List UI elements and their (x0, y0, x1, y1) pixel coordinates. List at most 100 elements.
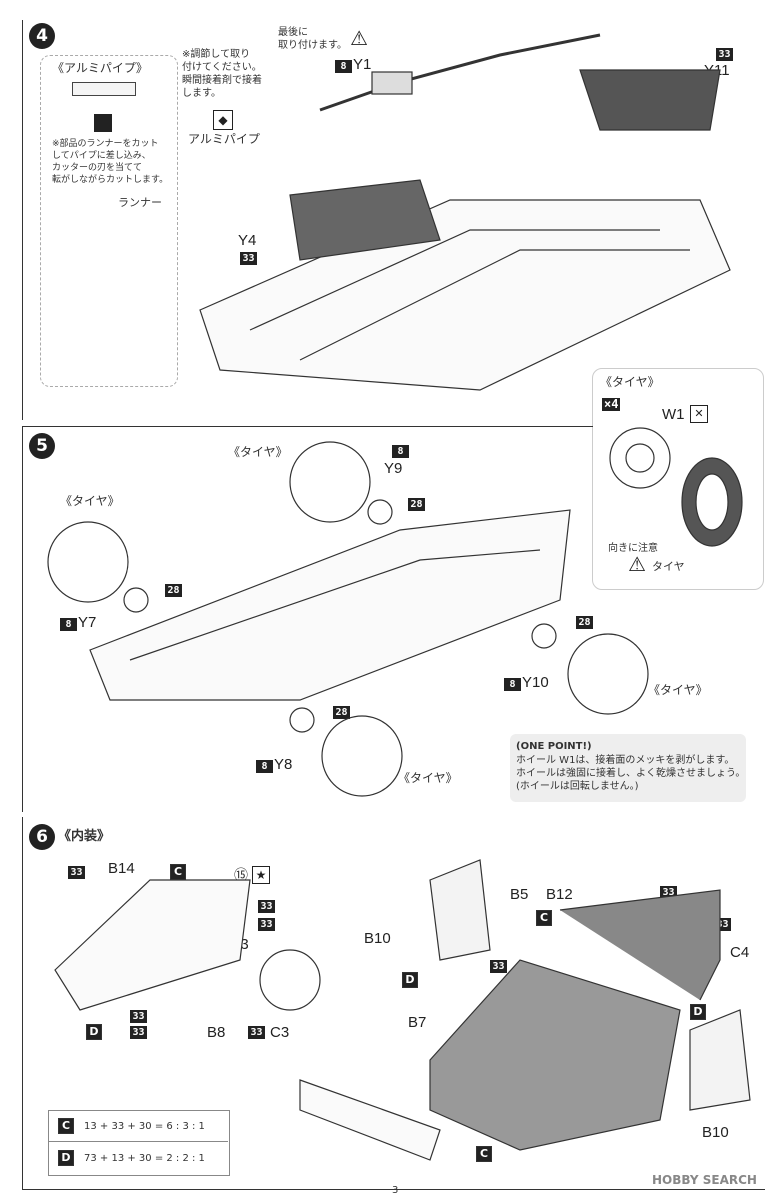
seat-right (689, 1009, 751, 1111)
aluminium-section-title: 《アルミパイプ》 (52, 61, 148, 75)
front-bumper (299, 1079, 441, 1161)
step4-frame (22, 20, 765, 420)
y9-badge: 8 (392, 445, 409, 458)
one-point-text: ホイール W1は、接着面のメッキを剥がします。 ホイールは強固に接着し、よく乾燥… (516, 755, 746, 792)
y4-part (289, 179, 441, 261)
arrow-icon: ◆ (213, 110, 233, 130)
warning-icon: ⚠ (350, 26, 368, 50)
hub-y7 (123, 587, 149, 613)
runner-label: ランナー (118, 196, 162, 209)
alu-pipe-label: アルミパイプ (188, 132, 260, 146)
direction-note: 向きに注意 (608, 543, 658, 554)
hub-y10 (531, 623, 557, 649)
mix-row-divider (48, 1141, 228, 1142)
y10-badge28: 28 (576, 616, 593, 629)
chassis-step4 (199, 199, 731, 391)
cutter-icon (94, 114, 112, 132)
one-point-title: (ONE POINT!) (516, 741, 592, 752)
b10-label-bottom: B10 (702, 1124, 729, 1141)
last-note: 最後に 取り付けます。 (278, 27, 347, 51)
tire-label-left: 《タイヤ》 (60, 494, 120, 508)
step5-frame (22, 426, 593, 812)
chassis-step5 (89, 509, 571, 701)
step5-number: 5 (29, 433, 55, 459)
watermark: HOBBY SEARCH (652, 1173, 757, 1187)
tire-top (289, 441, 371, 523)
y8-badge28: 28 (333, 706, 350, 719)
aluminium-pipe-box (40, 55, 178, 387)
y1-badge: 8 (335, 60, 352, 73)
y8-label: Y8 (274, 756, 293, 773)
d-box-1: D (86, 1024, 102, 1040)
tire-left (47, 521, 129, 603)
hub-y9 (367, 499, 393, 525)
hub-y8 (289, 707, 315, 733)
c3-badge33: 33 (248, 1026, 265, 1039)
wheel-w1 (609, 427, 671, 489)
b10-label-top: B10 (364, 930, 391, 947)
tire-box-title: 《タイヤ》 (600, 375, 660, 389)
page-number: 3 (392, 1185, 399, 1196)
c-box-4: C (476, 1146, 492, 1162)
c4-label: C4 (730, 944, 750, 961)
no-paint-icon: ✕ (690, 405, 708, 423)
y4-badge: 33 (240, 252, 257, 265)
cut-note: ※部品のランナーをカット してパイプに差し込み、 カッターの刃を当てて 転がしな… (52, 139, 169, 185)
y9-badge28: 28 (408, 498, 425, 511)
muffler-y1 (371, 71, 413, 95)
b12-label: B12 (546, 886, 573, 903)
dashboard (54, 879, 251, 1011)
adjust-note: ※調節して取り 付けてください。 瞬間接着剤で接着 します。 (182, 49, 262, 99)
mix-c-box: C (58, 1118, 74, 1134)
w1-label: W1 (662, 406, 685, 423)
floor-tub (429, 959, 681, 1151)
b8-badge33: 33 (130, 1010, 147, 1023)
b14-badge33: 33 (68, 866, 85, 879)
y10-label: Y10 (522, 674, 549, 691)
mix-c-formula: 13 + 33 + 30 = 6 : 3 : 1 (84, 1121, 205, 1132)
y1-label: Y1 (353, 56, 372, 73)
y10-badge: 8 (504, 678, 521, 691)
y8-badge: 8 (256, 760, 273, 773)
b14-badge33-3: 33 (258, 918, 275, 931)
y7-badge: 8 (60, 618, 77, 631)
b5-label: B5 (510, 886, 529, 903)
rear-panel-c4 (559, 889, 721, 1001)
star-icon: ★ (252, 866, 270, 884)
b5-badge33: 33 (490, 960, 507, 973)
c-box-2: C (536, 910, 552, 926)
tire-label: タイヤ (652, 560, 685, 573)
step4-number: 4 (29, 23, 55, 49)
b8-badge33-2: 33 (130, 1026, 147, 1039)
steering-wheel (259, 949, 321, 1011)
b14-label: B14 (108, 860, 135, 877)
y11-part (579, 69, 721, 131)
tire-label-right: 《タイヤ》 (648, 683, 708, 697)
seat-left (429, 859, 491, 961)
qty-badge: ×4 (602, 397, 621, 411)
mix-d-box: D (58, 1150, 74, 1166)
warning-icon-tire: ⚠ (628, 552, 646, 576)
y7-badge28: 28 (165, 584, 182, 597)
b14-badge33-2: 33 (258, 900, 275, 913)
y4-label: Y4 (238, 232, 257, 249)
d-box-3: D (690, 1004, 706, 1020)
y9-label: Y9 (384, 460, 403, 477)
tire-bottom (321, 715, 403, 797)
mix-d-formula: 73 + 13 + 30 = 2 : 2 : 1 (84, 1153, 205, 1164)
tire-label-bottom: 《タイヤ》 (398, 771, 458, 785)
step6-title: 《内装》 (58, 829, 111, 844)
y7-label: Y7 (78, 614, 97, 631)
aluminium-sheet (72, 82, 136, 96)
step6-frame (22, 817, 765, 1190)
b8-label: B8 (207, 1024, 226, 1041)
tire-label-top: 《タイヤ》 (228, 445, 288, 459)
y11-badge: 33 (716, 48, 733, 61)
step6-number: 6 (29, 824, 55, 850)
exhaust-pipe (319, 33, 601, 112)
c3-label: C3 (270, 1024, 290, 1041)
tire-right (567, 633, 649, 715)
mix-table (48, 1110, 230, 1176)
one-point-box (510, 734, 746, 802)
